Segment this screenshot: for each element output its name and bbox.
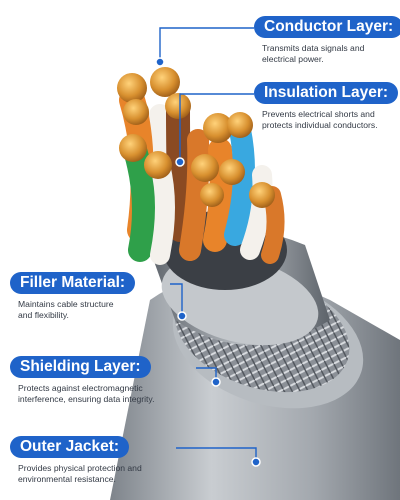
leader-outer xyxy=(176,447,257,460)
outer-jacket-title: Outer Jacket: xyxy=(10,436,130,458)
conductor-layer-title: Conductor Layer: xyxy=(254,16,400,38)
insulation-layer-description: Prevents electrical shorts and protects … xyxy=(262,109,378,130)
dot-outer xyxy=(251,457,261,467)
leader-filler xyxy=(170,283,183,314)
filler-material-description: Maintains cable structure and flexibilit… xyxy=(18,299,114,320)
dot-conductor xyxy=(155,57,165,67)
copper-conductors xyxy=(117,67,275,208)
callout-insulation-layer: Insulation Layer: Prevents electrical sh… xyxy=(254,82,399,131)
callout-shielding-layer: Shielding Layer: Protects against electr… xyxy=(10,356,200,405)
leader-dots xyxy=(155,57,261,467)
callout-outer-jacket: Outer Jacket: Provides physical protecti… xyxy=(10,436,180,485)
leader-lines xyxy=(159,27,257,460)
dot-insulation xyxy=(175,157,185,167)
filler-material-title: Filler Material: xyxy=(10,272,136,294)
leader-conductor xyxy=(159,27,254,60)
leader-shielding xyxy=(196,367,217,380)
dot-filler xyxy=(177,311,187,321)
insulation-layer-title: Insulation Layer: xyxy=(254,82,399,104)
shielding-layer-description: Protects against electromagnetic interfe… xyxy=(18,383,155,404)
dot-shielding xyxy=(211,377,221,387)
outer-jacket-description: Provides physical protection and environ… xyxy=(18,463,142,484)
conductor-layer-description: Transmits data signals and electrical po… xyxy=(262,43,365,64)
leader-insulation xyxy=(179,93,254,160)
callout-filler-material: Filler Material: Maintains cable structu… xyxy=(10,272,180,321)
shielding-layer-title: Shielding Layer: xyxy=(10,356,151,378)
callout-conductor-layer: Conductor Layer: Transmits data signals … xyxy=(254,16,400,65)
